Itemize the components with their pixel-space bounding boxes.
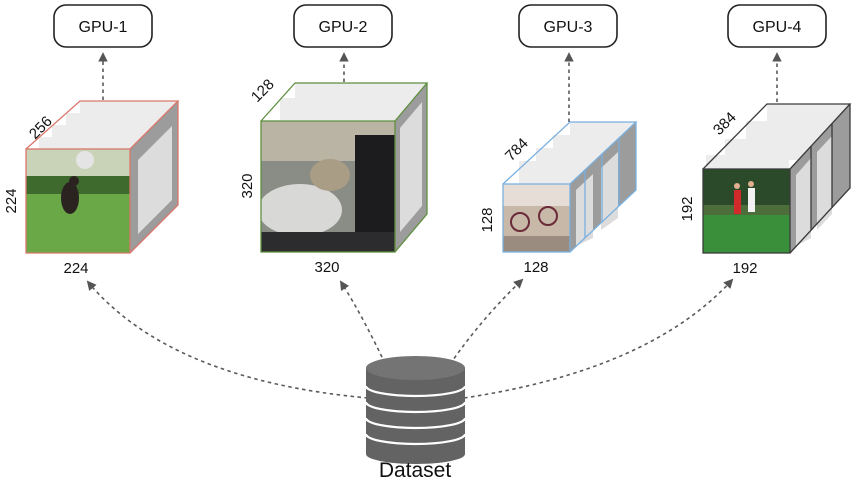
cube-3-depth-label: 784 (502, 135, 532, 165)
cat-on-sneakers-photo (261, 121, 395, 252)
gpu-2-box: GPU-2 (293, 4, 393, 48)
video-clip-cube-2 (260, 82, 429, 253)
arrow-dataset-to-cube-1 (86, 280, 369, 399)
cube-3-height-label: 128 (479, 207, 496, 232)
cube-2-depth-label: 128 (248, 76, 278, 106)
cube-2-height-label: 320 (239, 173, 256, 198)
cube-4-depth-label: 384 (710, 109, 740, 139)
bicycle-photo (503, 184, 570, 252)
cube-2-width-label: 320 (314, 259, 339, 276)
gpu-1-box: GPU-1 (53, 4, 153, 48)
database-icon (364, 356, 467, 464)
video-clip-cube-1 (25, 100, 180, 254)
gpu-1-label: GPU-1 (79, 19, 128, 36)
arrow-dataset-to-cube-4 (463, 278, 734, 399)
cube-4-height-label: 192 (679, 196, 696, 221)
arrow-dataset-to-cube-3 (445, 278, 524, 371)
cube-1-height-label: 224 (3, 188, 20, 213)
gpu-3-box: GPU-3 (518, 4, 618, 48)
dog-frisbee-photo (26, 149, 130, 253)
gpu-4-box: GPU-4 (727, 4, 827, 48)
frisbee-players-photo (703, 169, 790, 253)
gpu-3-label: GPU-3 (544, 19, 593, 36)
cube-4-width-label: 192 (732, 260, 757, 277)
dataset-label: Dataset (379, 459, 452, 482)
cube-1-width-label: 224 (63, 260, 88, 277)
cube-3-width-label: 128 (523, 259, 548, 276)
video-clip-cube-3 (502, 121, 638, 253)
gpu-4-label: GPU-4 (753, 19, 802, 36)
arrow-dataset-to-cube-2 (339, 280, 389, 371)
gpu-2-label: GPU-2 (319, 19, 368, 36)
video-clip-cube-4 (702, 103, 852, 254)
